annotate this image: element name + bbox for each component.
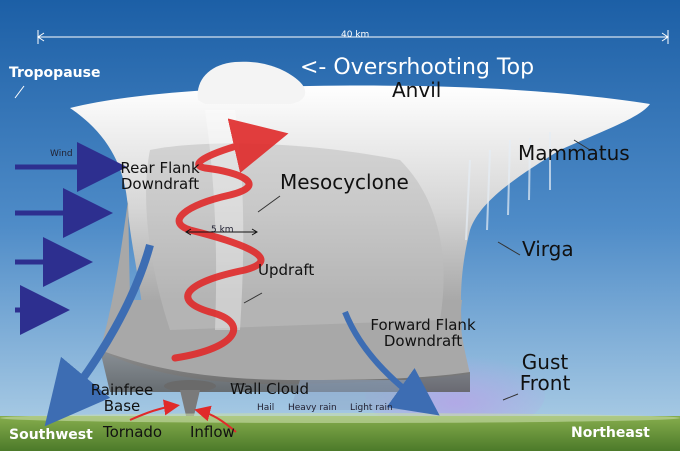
tornado-label: Tornado	[103, 423, 163, 441]
forward-flank-downdraft-label: Forward Flank Downdraft	[353, 316, 493, 350]
northeast-label: Northeast	[571, 425, 650, 441]
rear-flank-downdraft-line2: Downdraft	[120, 174, 200, 193]
forward-flank-downdraft-line1: Forward Flank	[370, 316, 476, 334]
anvil-label: Anvil	[392, 78, 442, 102]
overshooting-top-label: <- Oversrhooting Top	[300, 55, 535, 80]
southwest-label: Southwest	[9, 427, 93, 443]
wind-arrows	[15, 142, 127, 335]
inflow-arrow-right	[194, 405, 237, 433]
hail-label: Hail	[257, 403, 275, 413]
heavy-rain-label: Heavy rain	[288, 403, 337, 413]
updraft-label: Updraft	[258, 261, 315, 279]
scale-5km-label: 5 km	[211, 225, 234, 235]
gust-front-line2: Front	[519, 371, 571, 395]
mesocyclone-label: Mesocyclone	[280, 170, 409, 194]
rainfree-base-label: Rainfree Base	[82, 381, 162, 415]
wind-label: Wind	[50, 149, 73, 159]
virga-label: Virga	[522, 237, 574, 261]
gust-front-line1: Gust	[521, 350, 569, 374]
rainfree-base-line2: Base	[103, 396, 141, 415]
scale-5km-arrow	[185, 228, 258, 236]
scale-40km-arrow	[37, 30, 669, 44]
wall-cloud-label: Wall Cloud	[230, 380, 310, 398]
rear-flank-downdraft-arrow	[44, 243, 154, 427]
rainfree-base-line1: Rainfree	[90, 381, 154, 399]
updraft-spiral	[171, 118, 289, 362]
inflow-label: Inflow	[190, 423, 235, 441]
light-rain-label: Light rain	[350, 403, 393, 413]
inflow-arrow-left	[129, 399, 180, 421]
leader-lines	[232, 139, 591, 401]
mammatus-label: Mammatus	[518, 141, 630, 165]
forward-flank-downdraft-line2: Downdraft	[383, 331, 463, 350]
gust-front-label: Gust Front	[510, 352, 580, 394]
rear-flank-downdraft-line1: Rear Flank	[120, 159, 200, 177]
rear-flank-downdraft-label: Rear Flank Downdraft	[110, 159, 210, 193]
forward-flank-downdraft-arrow	[342, 310, 440, 416]
tropopause-pointer	[14, 85, 25, 99]
tropopause-label: Tropopause	[9, 65, 101, 81]
scale-40km-label: 40 km	[341, 30, 370, 40]
